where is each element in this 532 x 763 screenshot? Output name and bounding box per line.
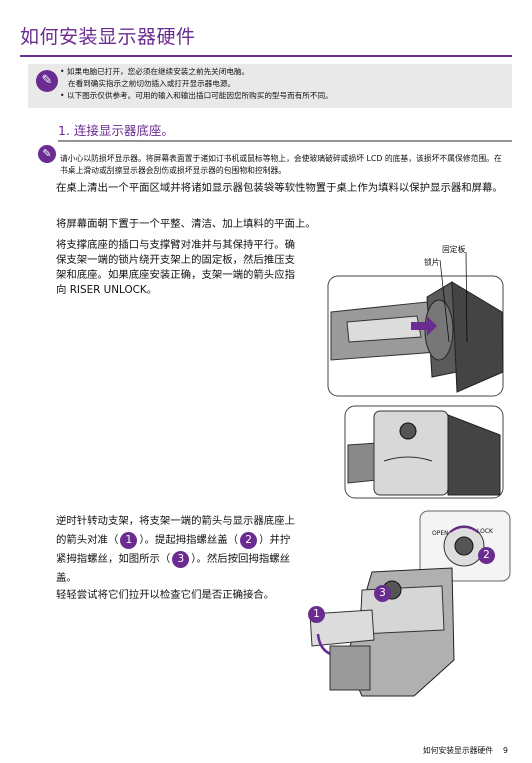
label-lock-tab: 锁片: [424, 258, 440, 267]
paragraph-clear-desk: 在桌上清出一个平面区域并将诸如显示器包装袋等软性物置于桌上作为填料以保护显示器和…: [56, 182, 503, 194]
page-footer: 如何安装显示器硬件 9: [413, 745, 508, 756]
top-note-box: [28, 64, 512, 108]
page-title: 如何安装显示器硬件: [20, 26, 196, 48]
rotate-text-a: 逆时针转动支架，将支架一端的箭头与显示器底座上的箭头对准（: [56, 515, 295, 546]
label-lock: LOCK: [477, 528, 493, 535]
base-seated-illustration: [344, 405, 504, 499]
paragraph-rotate-stand: 逆时针转动支架，将支架一端的箭头与显示器底座上的箭头对准（1）。提起拇指螺丝盖（…: [56, 512, 296, 588]
footer-page-number: 9: [503, 746, 508, 755]
rotate-text-c: ）并拧紧拇指螺丝，如图所示（: [56, 534, 291, 565]
footer-section: 如何安装显示器硬件: [422, 746, 494, 755]
illustration-step-1: 1: [308, 606, 325, 623]
stand-attach-illustration: [327, 251, 504, 397]
illustration-step-3: 3: [374, 585, 391, 602]
top-note-text: • 如果电脑已打开，您必须在继续安装之前先关闭电脑。 在看到确实指示之前切勿插入…: [60, 66, 500, 102]
illustration-step-2: 2: [478, 547, 495, 564]
label-open: OPEN: [432, 530, 449, 537]
pen-note-icon: ✎: [36, 70, 58, 92]
step-2-marker: 2: [240, 531, 258, 549]
title-underline: [20, 55, 512, 57]
paragraph-face-down: 将屏幕面朝下置于一个平整、清洁、加上填料的平面上。: [56, 218, 316, 230]
note-line-1: • 如果电脑已打开，您必须在继续安装之前先关闭电脑。: [60, 67, 250, 76]
step-1-marker: 1: [120, 531, 138, 549]
paragraph-align-base: 将支撑底座的插口与支撑臂对准并与其保持平行。确保支架一端的锁片绕开支架上的固定板…: [56, 239, 295, 296]
caution-pen-icon: ✎: [38, 145, 56, 163]
rotate-text-d: ）。然后按回拇指螺丝盖。: [56, 553, 291, 584]
note-line-2: 在看到确实指示之前切勿插入或打开显示器电源。: [68, 79, 236, 88]
paragraph-check-engagement: 轻轻尝试将它们拉开以检查它们是否正确接合。: [56, 589, 275, 601]
caution-note: 请小心以防损坏显示器。将屏幕表面置于诸如订书机或鼠标等物上，会使玻璃破碎或损坏 …: [60, 154, 502, 175]
rotate-lock-illustration: [309, 510, 511, 697]
note-line-3: • 以下图示仅供参考。可用的输入和输出插口可能因您所购买的型号而有所不同。: [60, 91, 333, 100]
label-fixing-plate: 固定板: [442, 245, 466, 254]
section-divider: [58, 140, 512, 142]
section-heading: 1. 连接显示器底座。: [58, 123, 174, 138]
rotate-text-b: ）。提起拇指螺丝盖（: [139, 534, 239, 546]
step-3-marker: 3: [172, 550, 190, 568]
